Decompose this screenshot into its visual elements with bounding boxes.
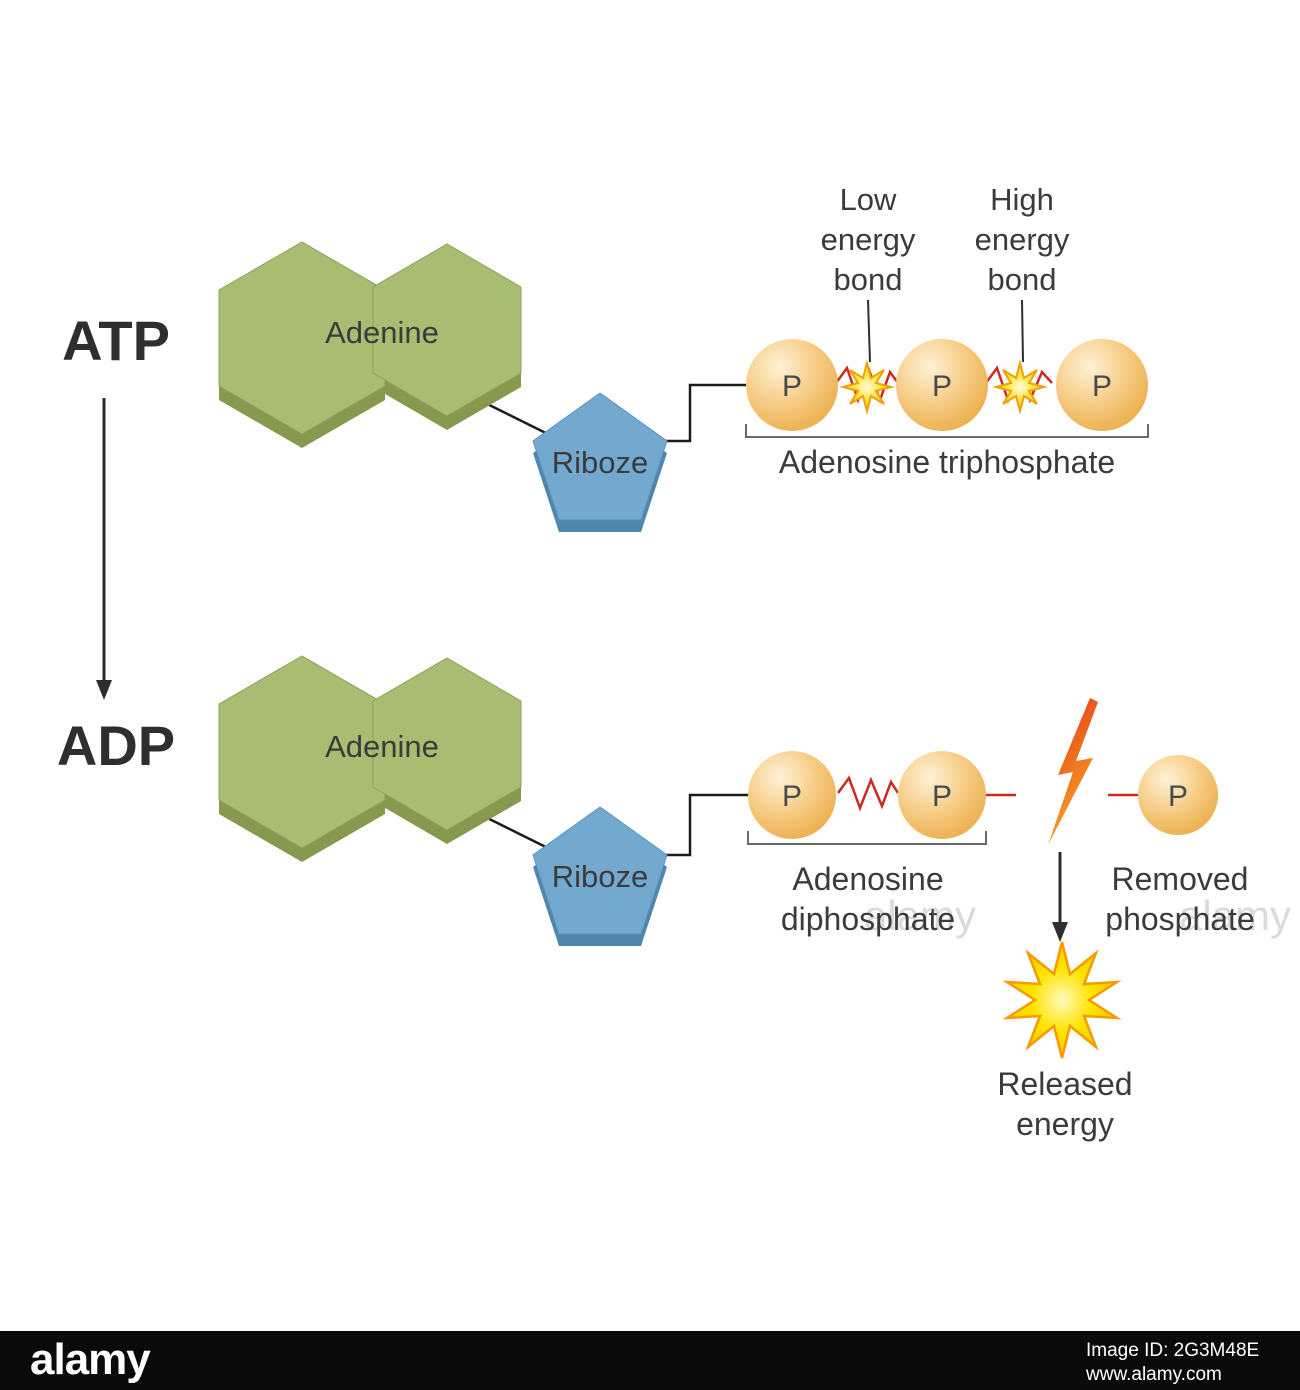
riboze-phosphate-bond-top <box>655 383 752 443</box>
high-energy-star-icon <box>995 362 1045 412</box>
low-bond-pointer <box>867 299 871 363</box>
adenine-shape-top <box>218 241 522 448</box>
watermark-footer: alamy Image ID: 2G3M48E www.alamy.com <box>0 1331 1300 1390</box>
atp-title: ATP <box>62 309 170 372</box>
riboze-label-bottom: Riboze <box>552 859 649 894</box>
phosphate-sphere <box>746 339 838 431</box>
alamy-url-text: www.alamy.com <box>1085 1364 1222 1385</box>
low-bond-line1: Low <box>840 182 897 217</box>
high-energy-bond-label: High energy bond <box>975 182 1070 297</box>
phosphate-p-label: P <box>782 780 802 813</box>
phosphate-sphere <box>748 751 836 839</box>
low-bond-line2: energy <box>821 222 916 257</box>
removed-phosphate-label-line1: Removed <box>1112 861 1249 897</box>
high-bond-pointer <box>1021 299 1024 363</box>
diphosphate-label-line2: diphosphate <box>781 901 955 937</box>
adenine-shape-bottom <box>218 655 522 862</box>
high-bond-line3: bond <box>988 262 1057 297</box>
high-bond-line1: High <box>990 182 1054 217</box>
adenine-label-bottom: Adenine <box>325 729 439 764</box>
phosphate-p-label: P <box>932 370 952 403</box>
riboze-shape-bottom <box>532 806 668 946</box>
phosphate-sphere <box>898 751 986 839</box>
triphosphate-bracket <box>745 424 1149 438</box>
footer-bar <box>0 1331 1300 1390</box>
adp-bond-zigzag <box>836 775 900 812</box>
phosphate-sphere <box>896 339 988 431</box>
lightning-bolt-icon <box>1048 698 1098 845</box>
adp-title: ADP <box>57 714 175 777</box>
riboze-shape-top <box>532 392 668 532</box>
released-energy-label-line1: Released <box>997 1066 1132 1102</box>
released-energy-star-icon <box>1005 940 1119 1060</box>
removed-phosphate-group: P <box>1138 755 1218 835</box>
low-bond-line3: bond <box>834 262 903 297</box>
phosphate-group-bottom: P P <box>748 751 986 839</box>
riboze-label-top: Riboze <box>552 445 649 480</box>
adenine-label-top: Adenine <box>325 315 439 350</box>
phosphate-sphere <box>1138 755 1218 835</box>
phosphate-group-top: P P P <box>746 339 1148 431</box>
diphosphate-bracket <box>747 831 987 845</box>
ghost-watermark: alamy <box>864 892 976 939</box>
released-energy-label-line2: energy <box>1016 1106 1114 1142</box>
low-energy-bond-label: Low energy bond <box>821 182 916 297</box>
phosphate-sphere <box>1056 339 1148 431</box>
high-bond-line2: energy <box>975 222 1070 257</box>
atp-to-adp-arrow <box>96 398 112 700</box>
phosphate-p-label: P <box>1092 370 1112 403</box>
triphosphate-label: Adenosine triphosphate <box>779 444 1115 480</box>
energy-release-arrow <box>1052 852 1068 942</box>
riboze-phosphate-bond-bottom <box>655 793 754 857</box>
ghost-watermark: alamy <box>1179 892 1291 939</box>
image-id-text: Image ID: 2G3M48E <box>1086 1340 1259 1361</box>
phosphate-p-label: P <box>782 370 802 403</box>
low-energy-star-icon <box>842 362 892 412</box>
alamy-logo: alamy <box>30 1335 151 1384</box>
diphosphate-label-line1: Adenosine <box>792 861 943 897</box>
phosphate-p-label: P <box>932 780 952 813</box>
phosphate-p-label: P <box>1168 780 1188 813</box>
removed-phosphate-label-line2: phosphate <box>1105 901 1254 937</box>
